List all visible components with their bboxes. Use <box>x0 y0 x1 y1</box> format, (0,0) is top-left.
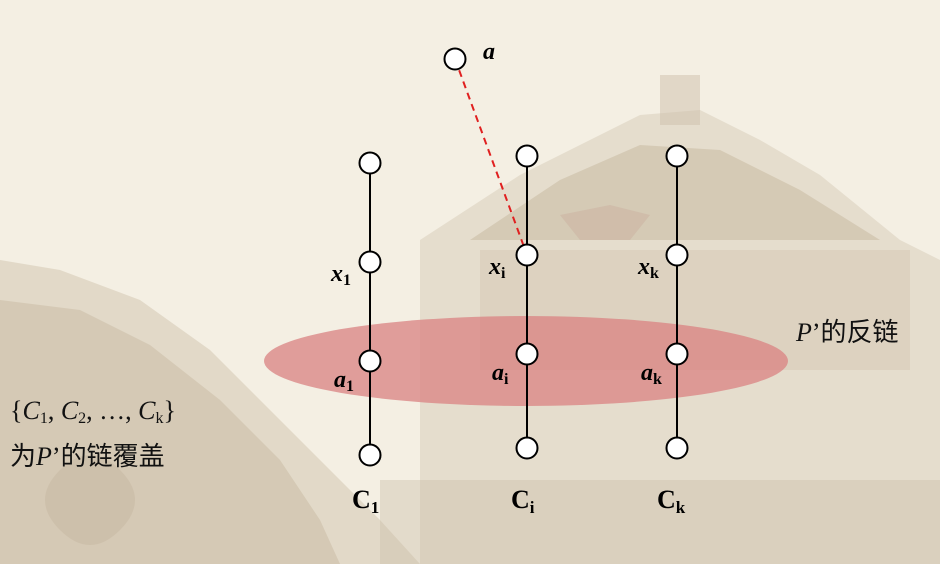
node-ci-top <box>515 144 539 168</box>
node-ci-bottom <box>515 436 539 460</box>
node-xi <box>515 243 539 267</box>
node-ai <box>515 342 539 366</box>
label-a1: a1 <box>334 367 354 395</box>
label-ak: ak <box>641 360 662 388</box>
node-a1 <box>358 349 382 373</box>
label-xk: xk <box>637 254 659 282</box>
node-ck-top <box>665 144 689 168</box>
label-x1: x1 <box>330 261 351 289</box>
label-ai: ai <box>492 360 509 388</box>
chain-cover-line2: 为P’的链覆盖 <box>10 442 165 471</box>
node-xk <box>665 243 689 267</box>
node-c1-bottom <box>358 443 382 467</box>
node-ck-bottom <box>665 436 689 460</box>
node-x1 <box>358 250 382 274</box>
node-ak <box>665 342 689 366</box>
antichain-label: P’的反链 <box>796 314 899 352</box>
chain-label-ck: Ck <box>657 485 686 517</box>
dashed-edge-a-to-xi <box>454 58 528 256</box>
chain-label-ci: Ci <box>511 485 535 517</box>
chain-label-c1: C1 <box>352 485 379 517</box>
chain-cover-description: {C1, C2, …, Ck} 为P’的链覆盖 <box>10 392 176 476</box>
antichain-label-rest: ’的反链 <box>811 318 899 347</box>
chain-cover-line1: {C1, C2, …, Ck} <box>10 396 176 427</box>
antichain-label-p: P <box>796 318 812 347</box>
label-xi: xi <box>488 254 506 282</box>
label-a: a <box>483 39 495 65</box>
node-a <box>443 47 467 71</box>
node-c1-top <box>358 151 382 175</box>
